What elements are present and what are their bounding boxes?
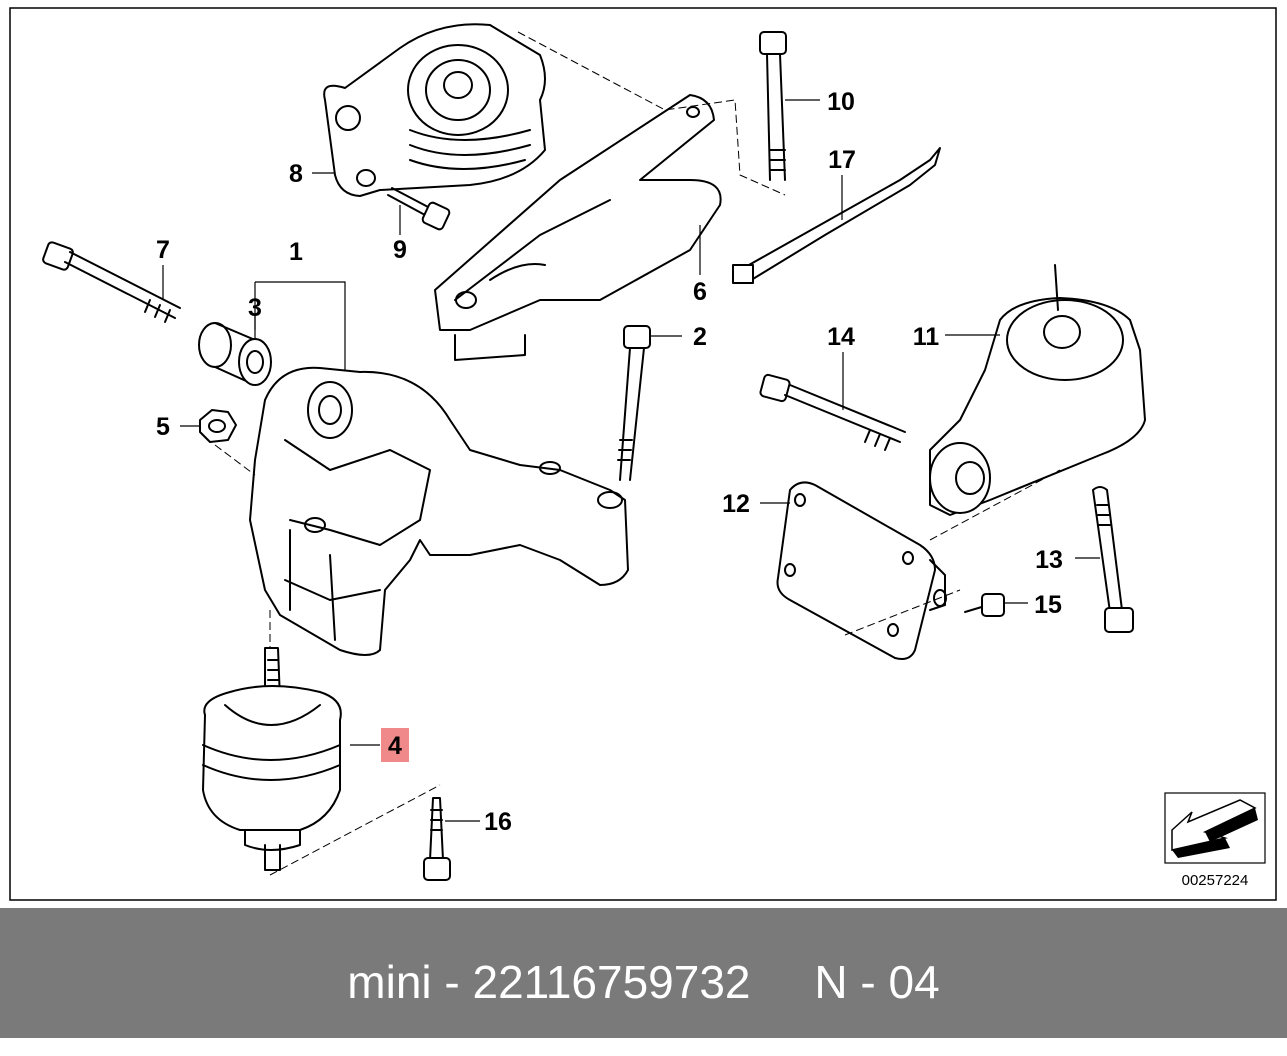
label-13: 13 — [1035, 546, 1063, 574]
part-17-strap — [732, 147, 941, 284]
label-10: 10 — [827, 88, 855, 116]
label-9: 9 — [393, 236, 407, 264]
part-2-bolt — [617, 325, 651, 481]
part-12-plate — [776, 481, 947, 660]
label-16: 16 — [484, 808, 512, 836]
label-12: 12 — [722, 490, 750, 518]
part-13-bolt — [1092, 486, 1134, 633]
label-5: 5 — [156, 413, 170, 441]
label-17: 17 — [828, 146, 856, 174]
leader-lines — [162, 99, 1100, 822]
label-3: 3 — [248, 294, 262, 322]
label-7: 7 — [156, 236, 170, 264]
label-1: 1 — [289, 238, 303, 266]
part-5-nut — [199, 409, 237, 443]
part-1-main-bracket — [249, 366, 629, 656]
part-11-rear-mount — [929, 264, 1146, 516]
part-6-support-arm — [434, 94, 722, 361]
label-14: 14 — [827, 323, 855, 351]
reference-number: 00257224 — [1182, 872, 1249, 889]
label-4: 4 — [388, 732, 402, 760]
label-6: 6 — [693, 278, 707, 306]
orientation-arrow-box — [1164, 792, 1266, 864]
dashed-guides — [214, 31, 1061, 876]
part-10-bolt — [759, 31, 787, 181]
part-15-bolt — [964, 593, 1005, 617]
part-3-bushing — [198, 322, 272, 386]
part-9-bolt — [387, 187, 451, 231]
footer-bar: mini - 22116759732 N - 04 — [0, 908, 1287, 1038]
part-16-bolt — [423, 797, 451, 881]
parts-diagram-panel: 1 2 3 4 5 6 7 8 9 10 11 12 13 14 15 16 1… — [9, 7, 1277, 901]
label-2: 2 — [693, 323, 707, 351]
label-11: 11 — [913, 323, 940, 351]
part-4-engine-mount — [202, 647, 342, 871]
label-15: 15 — [1034, 591, 1062, 619]
parts-diagram: 1 2 3 4 5 6 7 8 9 10 11 12 13 14 15 16 1… — [9, 7, 1277, 901]
arrow-shadow-icon — [1172, 838, 1230, 858]
part-14-bolt — [759, 373, 906, 451]
part-7-bolt — [42, 241, 181, 323]
part-4-highlight — [381, 728, 409, 762]
footer-caption: mini - 22116759732 N - 04 — [347, 956, 940, 1008]
diagram-border — [9, 7, 1277, 901]
label-8: 8 — [289, 160, 303, 188]
part-8-upper-mount — [323, 23, 546, 197]
